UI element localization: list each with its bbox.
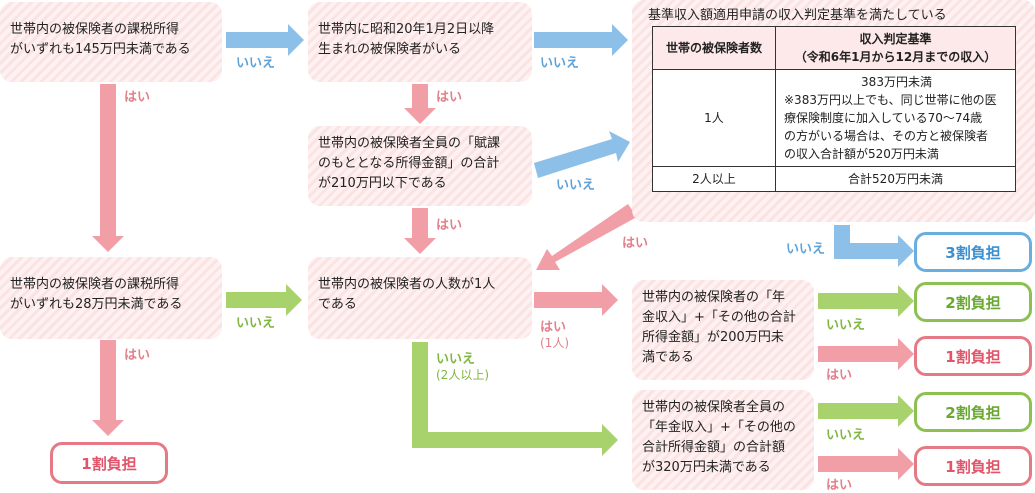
criteria-title: 基準収入額適用申請の収入判定基準を満たしている bbox=[648, 8, 947, 23]
q6-line-3: 所得金額」が200万円未 bbox=[642, 330, 784, 345]
label-no-q5: いいえ bbox=[436, 352, 476, 367]
question-box-income-200: 世帯内の被保険者の「年 金収入」+「その他の合計 所得金額」が200万円未 満で… bbox=[632, 280, 814, 380]
label-yes-q4: はい bbox=[124, 348, 151, 363]
arrow-criteria-to-3wari bbox=[834, 225, 914, 267]
criteria-header-rule-line-2: （令和6年1月から12月までの収入） bbox=[794, 50, 997, 64]
label-no-q7: いいえ bbox=[826, 428, 866, 443]
q7-line-4: が320万円未満である bbox=[642, 460, 771, 475]
label-yes-criteria: はい bbox=[622, 236, 649, 251]
question-box-one-insured: 世帯内の被保険者の人数が1人 である bbox=[308, 257, 532, 339]
label-yes-q5: はい bbox=[540, 320, 567, 335]
label-yes-q7: はい bbox=[826, 478, 853, 493]
q5-line-2: である bbox=[318, 297, 357, 312]
criteria-header-row: 世帯の被保険者数 収入判定基準 （令和6年1月から12月までの収入） bbox=[652, 26, 1016, 70]
question-box-income-320: 世帯内の被保険者全員の 「年金収入」+「その他の 合計所得金額」の合計額 が32… bbox=[632, 390, 814, 490]
q1-line-2: がいずれも145万円未満である bbox=[10, 42, 191, 57]
criteria-table: 世帯の被保険者数 収入判定基準 （令和6年1月から12月までの収入） 1人 38… bbox=[652, 26, 1016, 192]
arrow-q4-to-q5 bbox=[226, 284, 302, 316]
criteria-row1-rule-line-3: 療保険制度に加入している70～74歳 bbox=[784, 111, 983, 125]
q7-line-2: 「年金収入」+「その他の bbox=[642, 420, 796, 435]
arrow-q5-to-q6 bbox=[534, 284, 618, 316]
criteria-row1-rule: 383万円未満 ※383万円以上でも、同じ世帯に他の医 療保険制度に加入している… bbox=[775, 69, 1016, 167]
label-yes-q3: はい bbox=[436, 218, 463, 233]
question-box-taxable-income-145: 世帯内の被保険者の課税所得 がいずれも145万円未満である bbox=[0, 2, 222, 82]
result-2wari-q6: 2割負担 bbox=[914, 282, 1032, 322]
q1-line-1: 世帯内の被保険者の課税所得 bbox=[10, 22, 180, 37]
criteria-header-count: 世帯の被保険者数 bbox=[652, 26, 776, 70]
arrow-q2-to-q3 bbox=[404, 84, 436, 124]
label-no-q6: いいえ bbox=[826, 318, 866, 333]
arrow-q5-to-q7 bbox=[412, 342, 618, 456]
result-1wari-q7: 1割負担 bbox=[914, 446, 1032, 486]
criteria-row-two-plus: 2人以上 合計520万円未満 bbox=[652, 166, 1016, 192]
arrow-q1-to-q4 bbox=[92, 84, 124, 252]
q6-line-2: 金収入」+「その他の合計 bbox=[642, 310, 796, 325]
arrow-q7-to-1wari bbox=[818, 448, 914, 480]
label-two-or-more: (2人以上) bbox=[436, 368, 489, 382]
q3-line-2: のもととなる所得金額」の合計 bbox=[318, 156, 500, 171]
result-1wari-left: 1割負担 bbox=[50, 442, 168, 484]
question-box-assessed-income-210: 世帯内の被保険者全員の「賦課 のもととなる所得金額」の合計 が210万円以下であ… bbox=[308, 126, 532, 206]
q2-line-1: 世帯内に昭和20年1月2日以降 bbox=[318, 22, 495, 37]
arrow-q6-to-1wari bbox=[818, 338, 914, 370]
result-3wari: 3割負担 bbox=[914, 232, 1032, 272]
label-no-q1: いいえ bbox=[236, 56, 276, 71]
arrow-q3-to-criteria bbox=[534, 131, 630, 178]
arrow-criteria-to-q5 bbox=[536, 204, 637, 270]
q6-line-1: 世帯内の被保険者の「年 bbox=[642, 290, 786, 305]
criteria-row1-rule-line-5: の収入合計額が520万円未満 bbox=[784, 147, 939, 161]
arrow-q1-to-q2 bbox=[226, 24, 304, 56]
q2-line-2: 生まれの被保険者がいる bbox=[318, 42, 462, 57]
criteria-row1-count: 1人 bbox=[652, 69, 776, 167]
label-no-q2: いいえ bbox=[540, 56, 580, 71]
label-yes-q2: はい bbox=[436, 90, 463, 105]
arrow-q4-to-1wari bbox=[92, 340, 124, 436]
criteria-row1-rule-line-1: 383万円未満 bbox=[861, 75, 932, 89]
question-box-born-after-s20: 世帯内に昭和20年1月2日以降 生まれの被保険者がいる bbox=[308, 2, 532, 82]
result-1wari-q6: 1割負担 bbox=[914, 336, 1032, 376]
question-box-taxable-income-28: 世帯内の被保険者の課税所得 がいずれも28万円未満である bbox=[0, 257, 222, 339]
result-2wari-q7: 2割負担 bbox=[914, 392, 1032, 432]
arrow-q3-to-q5 bbox=[404, 208, 436, 254]
arrow-q6-to-2wari bbox=[818, 285, 914, 317]
criteria-header-rule-line-1: 収入判定基準 bbox=[859, 32, 932, 46]
q7-line-3: 合計所得金額」の合計額 bbox=[642, 440, 786, 455]
label-no-q3: いいえ bbox=[556, 178, 596, 193]
q3-line-1: 世帯内の被保険者全員の「賦課 bbox=[318, 136, 501, 151]
criteria-header-rule: 収入判定基準 （令和6年1月から12月までの収入） bbox=[775, 26, 1016, 70]
criteria-row2-rule: 合計520万円未満 bbox=[775, 166, 1016, 192]
q6-line-4: 満である bbox=[642, 350, 694, 365]
label-yes-q1: はい bbox=[124, 90, 151, 105]
criteria-row2-count: 2人以上 bbox=[652, 166, 776, 192]
arrow-q2-to-criteria bbox=[534, 24, 628, 56]
label-no-criteria: いいえ bbox=[786, 242, 826, 257]
criteria-row-one: 1人 383万円未満 ※383万円以上でも、同じ世帯に他の医 療保険制度に加入し… bbox=[652, 69, 1016, 167]
label-no-q4: いいえ bbox=[236, 316, 276, 331]
label-one-person: (1人) bbox=[540, 336, 569, 350]
arrow-q7-to-2wari bbox=[818, 395, 914, 427]
label-yes-q6: はい bbox=[826, 368, 853, 383]
q4-line-2: がいずれも28万円未満である bbox=[10, 297, 183, 312]
q3-line-3: が210万円以下である bbox=[318, 176, 447, 191]
q7-line-1: 世帯内の被保険者全員の bbox=[642, 400, 786, 415]
q5-line-1: 世帯内の被保険者の人数が1人 bbox=[318, 277, 496, 292]
q4-line-1: 世帯内の被保険者の課税所得 bbox=[10, 277, 180, 292]
criteria-row1-rule-line-4: の方がいる場合は、その方と被保険者 bbox=[784, 129, 989, 143]
criteria-row1-rule-line-2: ※383万円以上でも、同じ世帯に他の医 bbox=[784, 93, 997, 107]
